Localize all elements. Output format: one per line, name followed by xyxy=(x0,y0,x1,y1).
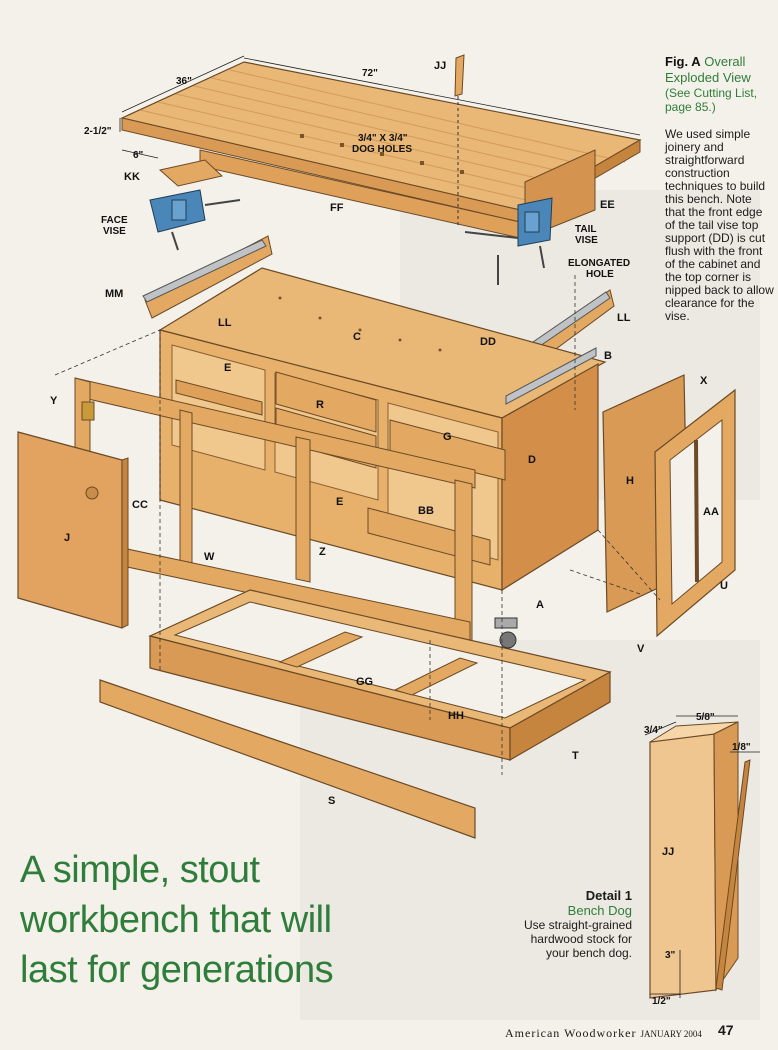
benchtop xyxy=(120,61,642,239)
label-e-bottom: E xyxy=(336,496,343,508)
dog-holes-label-2: DOG HOLES xyxy=(352,144,412,155)
label-hh: HH xyxy=(448,710,464,722)
label-d: D xyxy=(528,454,536,466)
detail-subtitle: Bench Dog xyxy=(567,903,632,918)
label-gg: GG xyxy=(356,676,373,688)
label-cc: CC xyxy=(132,499,148,511)
figure-caption: Fig. A Overall Exploded View (See Cuttin… xyxy=(665,54,775,323)
label-j: J xyxy=(64,532,70,544)
label-r: R xyxy=(316,399,324,411)
door-j xyxy=(17,401,129,629)
label-mm: MM xyxy=(105,288,123,300)
kk-block xyxy=(158,159,224,187)
label-b: B xyxy=(604,350,612,362)
detail-text: Use straight-grained hardwood stock for … xyxy=(523,918,632,960)
face-vise-label-2: VISE xyxy=(103,226,126,237)
drawer-g xyxy=(389,419,506,481)
dim-72-label: 72" xyxy=(362,68,378,79)
figure-label: Fig. A xyxy=(665,54,701,69)
label-x: X xyxy=(700,375,708,387)
label-ff: FF xyxy=(330,202,344,214)
label-bb: BB xyxy=(418,505,434,517)
detail-bench-dog xyxy=(644,715,760,999)
part-labels: 72" 36" 2-1/2" 6" 3/4" X 3/4" DOG HOLES … xyxy=(50,60,751,1007)
headline-line-3: last for generations xyxy=(20,949,334,991)
headline: A simple, stout workbench that will last… xyxy=(20,845,440,995)
headline-line-2: workbench that will xyxy=(20,899,332,941)
end-panels xyxy=(602,374,736,638)
dim-2-5-label: 2-1/2" xyxy=(84,126,112,137)
elongated-hole-label-1: ELONGATED xyxy=(568,258,630,269)
label-w: W xyxy=(204,551,215,563)
label-ll-left: LL xyxy=(218,317,232,329)
dog-holes-label-1: 3/4" X 3/4" xyxy=(358,133,408,144)
label-dd: DD xyxy=(480,336,496,348)
page-number: 47 xyxy=(718,1022,734,1038)
label-a: A xyxy=(536,599,544,611)
label-h: H xyxy=(626,475,634,487)
footer-magazine: American Woodworker JANUARY 2004 xyxy=(505,1026,702,1041)
detail-dim-5-8: 5/8" xyxy=(696,712,715,723)
dim-6-label: 6" xyxy=(133,150,144,161)
label-ll-right: LL xyxy=(617,312,631,324)
label-u: U xyxy=(720,580,728,592)
headline-line-1: A simple, stout xyxy=(20,849,260,891)
face-vise-label-1: FACE xyxy=(101,215,128,226)
dim-36-label: 36" xyxy=(176,76,192,87)
bench-dog-part xyxy=(454,54,465,225)
label-kk: KK xyxy=(124,171,140,183)
magazine-name: American Woodworker xyxy=(505,1026,637,1040)
figure-title: Fig. A Overall Exploded View xyxy=(665,54,775,86)
face-vise xyxy=(149,189,241,251)
kick-board xyxy=(99,679,476,839)
detail-title: Detail 1 xyxy=(585,888,632,903)
label-ee: EE xyxy=(600,199,615,211)
label-v: V xyxy=(637,643,645,655)
detail-dim-3-4: 3/4" xyxy=(644,725,663,736)
label-z: Z xyxy=(319,546,326,558)
base-frame xyxy=(148,589,612,762)
issue-date: JANUARY 2004 xyxy=(640,1029,702,1039)
tail-vise-label-2: VISE xyxy=(575,235,598,246)
label-e-top: E xyxy=(224,362,231,374)
label-jj-detail: JJ xyxy=(662,846,674,858)
detail-caption: Detail 1 Bench Dog Use straight-grained … xyxy=(510,888,632,960)
drawer-r xyxy=(275,371,377,433)
tail-vise xyxy=(464,197,553,285)
guide-lines xyxy=(54,275,661,775)
detail-dim-1-2: 1/2" xyxy=(652,996,671,1007)
label-y: Y xyxy=(50,395,58,407)
tail-vise-label-1: TAIL xyxy=(575,224,596,235)
figure-title-text: Overall Exploded View xyxy=(665,54,751,85)
label-g: G xyxy=(443,431,452,443)
label-s: S xyxy=(328,795,335,807)
label-t: T xyxy=(572,750,579,762)
figure-description: We used simple joinery and straightforwa… xyxy=(665,127,774,323)
cabinet-top-holes xyxy=(278,296,442,352)
label-jj: JJ xyxy=(434,60,446,72)
shelf-e xyxy=(175,379,263,416)
elongated-hole-label-2: HOLE xyxy=(586,269,614,280)
detail-dim-1-8: 1/8" xyxy=(732,742,751,753)
figure-reference: (See Cutting List, page 85.) xyxy=(665,86,758,114)
label-aa: AA xyxy=(703,506,719,518)
label-c: C xyxy=(353,331,361,343)
detail-dim-3: 3" xyxy=(665,950,676,961)
dimension-lines xyxy=(119,55,641,159)
